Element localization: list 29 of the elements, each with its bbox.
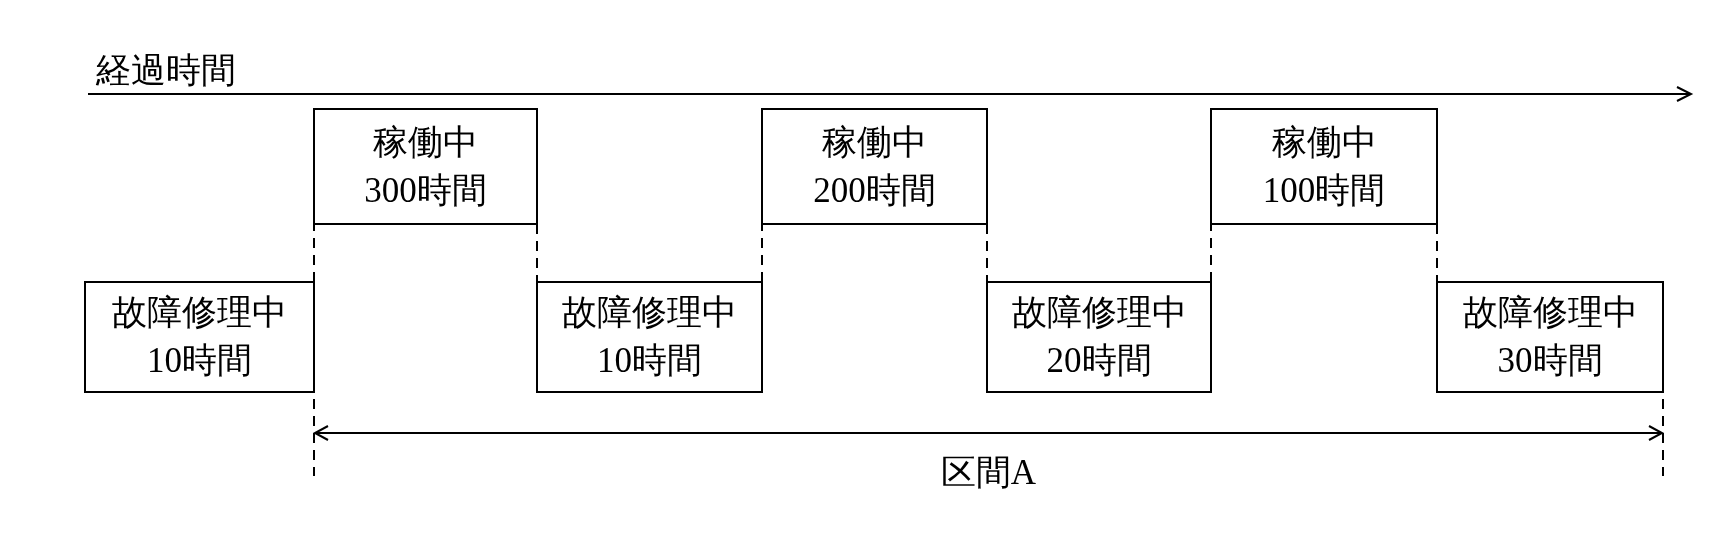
- duration-label: 30時間: [1497, 340, 1603, 382]
- state-box: [1210, 108, 1438, 225]
- state-label: 故障修理中: [1011, 292, 1187, 334]
- axis-label: 経過時間: [96, 50, 236, 92]
- dashed-connector: [761, 223, 763, 283]
- dashed-connector: [986, 223, 988, 283]
- state-box: [313, 108, 538, 225]
- duration-label: 200時間: [813, 169, 936, 212]
- duration-label: 300時間: [364, 169, 487, 212]
- state-box: [536, 281, 763, 393]
- dimension-label: 区間A: [940, 452, 1037, 494]
- state-label: 故障修理中: [562, 292, 737, 334]
- state-label: 故障修理中: [1462, 292, 1638, 334]
- dashed-connector: [1210, 223, 1212, 283]
- dashed-connector: [536, 223, 538, 283]
- state-label: 稼働中: [373, 121, 478, 164]
- state-label: 稼働中: [822, 121, 927, 164]
- state-box: [986, 281, 1212, 393]
- duration-label: 100時間: [1262, 169, 1386, 212]
- duration-label: 10時間: [597, 340, 702, 382]
- state-box: [761, 108, 988, 225]
- duration-label: 10時間: [147, 340, 252, 382]
- dashed-connector: [313, 223, 315, 283]
- dashed-connector: [1436, 223, 1438, 283]
- state-label: 故障修理中: [112, 292, 287, 334]
- state-box: [1436, 281, 1664, 393]
- state-label: 稼働中: [1271, 121, 1377, 164]
- duration-label: 20時間: [1046, 340, 1152, 382]
- state-box: [84, 281, 315, 393]
